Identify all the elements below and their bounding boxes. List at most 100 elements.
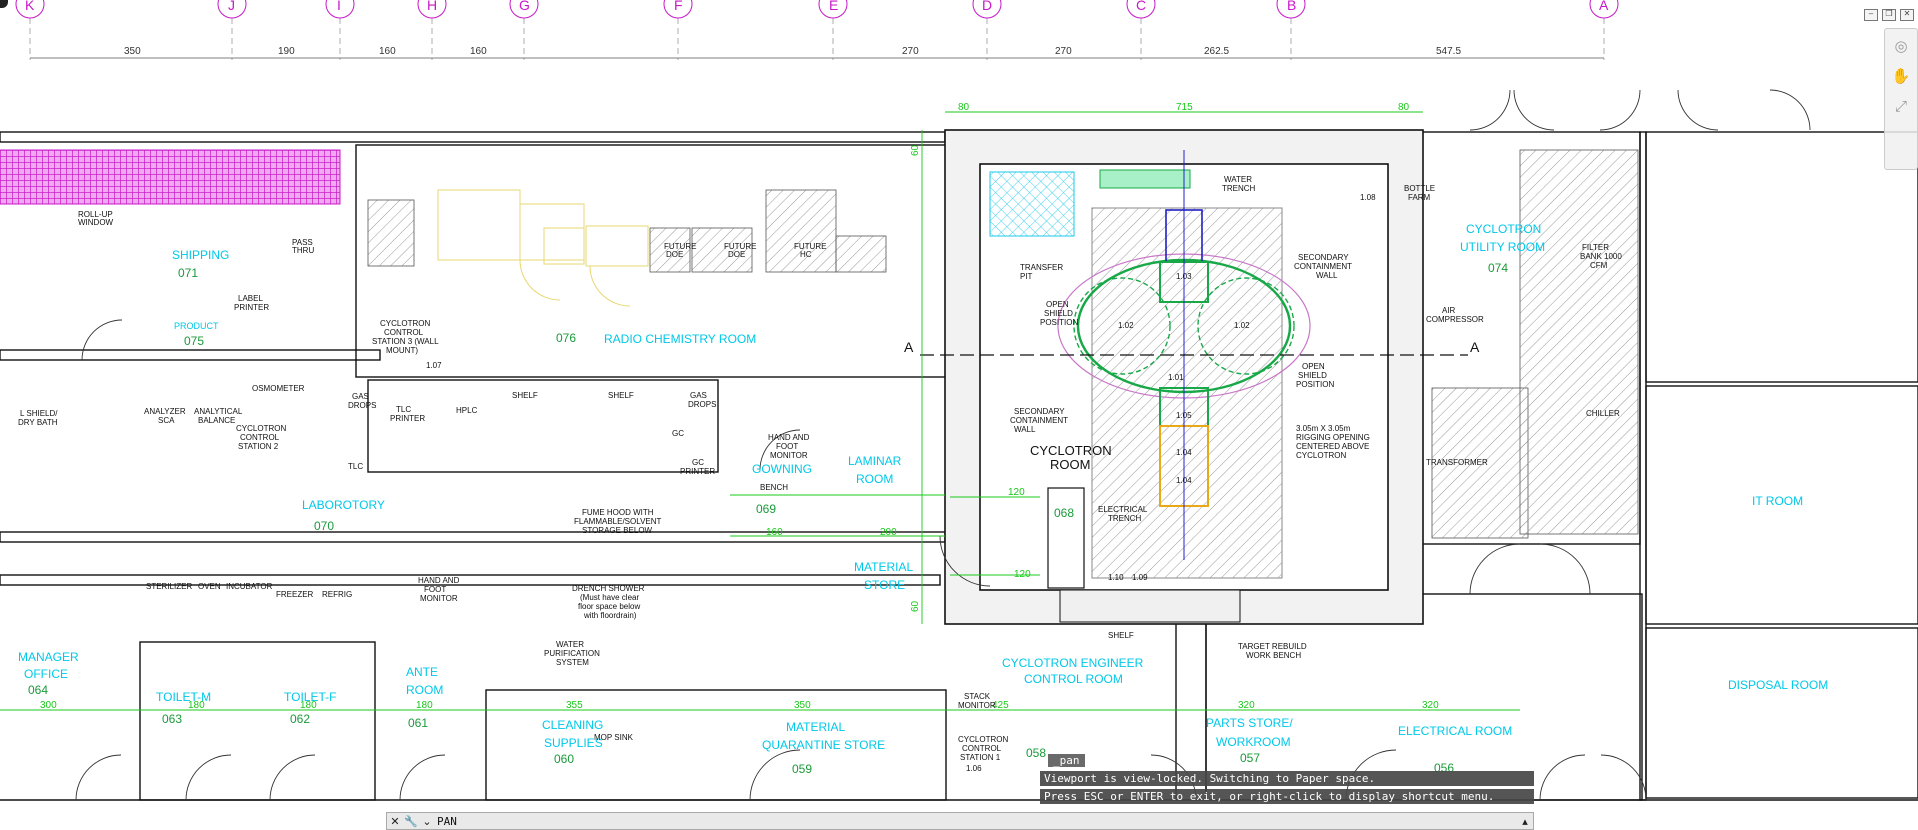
svg-text:HPLC: HPLC xyxy=(456,406,478,415)
room-cleaning: CLEANING xyxy=(542,718,603,732)
svg-text:DOE: DOE xyxy=(728,250,745,259)
command-line-bar: ✕ 🔧 ⌄ ▴ xyxy=(386,812,1534,830)
svg-text:FUTURE: FUTURE xyxy=(664,242,696,251)
room-ante: ANTE xyxy=(406,665,438,679)
svg-text:180: 180 xyxy=(188,700,205,711)
future-equipment-outlines xyxy=(437,189,649,307)
svg-text:A: A xyxy=(904,339,914,355)
svg-text:200: 200 xyxy=(880,527,897,538)
restore-icon[interactable]: ❐ xyxy=(1882,9,1896,21)
svg-text:CONTROL: CONTROL xyxy=(384,328,424,337)
svg-text:ELECTRICAL: ELECTRICAL xyxy=(1098,505,1148,514)
svg-text:60: 60 xyxy=(910,600,921,612)
pan-hand-icon[interactable]: ✋ xyxy=(1891,68,1911,85)
svg-text:320: 320 xyxy=(1422,700,1439,711)
svg-text:GC: GC xyxy=(692,458,704,467)
svg-text:WALL: WALL xyxy=(1014,425,1036,434)
command-input[interactable] xyxy=(435,813,1517,829)
svg-text:with floordrain): with floordrain) xyxy=(583,611,637,620)
svg-text:350: 350 xyxy=(794,700,811,711)
svg-text:PRINTER: PRINTER xyxy=(390,414,425,423)
svg-text:CYCLOTRON: CYCLOTRON xyxy=(1296,451,1346,460)
room-parts: PARTS STORE/ xyxy=(1206,716,1293,730)
room-ante-2: ROOM xyxy=(406,683,443,697)
svg-text:CENTERED ABOVE: CENTERED ABOVE xyxy=(1296,442,1369,451)
svg-text:MONITOR: MONITOR xyxy=(958,701,996,710)
close-icon[interactable]: ✕ xyxy=(390,815,400,828)
top-dimension-line: 350 190 160 160 270 270 262.5 547.5 xyxy=(30,46,1604,59)
room-cyclotron-2: ROOM xyxy=(1050,457,1090,472)
svg-text:ROLL-UP: ROLL-UP xyxy=(78,210,113,219)
steering-wheel-icon[interactable]: ◎ xyxy=(1894,38,1908,55)
svg-text:1.01: 1.01 xyxy=(1168,373,1184,382)
svg-text:FOOT: FOOT xyxy=(424,585,446,594)
svg-text:STATION 2: STATION 2 xyxy=(238,442,279,451)
customize-wrench-icon[interactable]: 🔧 xyxy=(404,815,418,828)
svg-text:OPEN: OPEN xyxy=(1046,300,1069,309)
svg-text:MONITOR: MONITOR xyxy=(770,451,808,460)
svg-text:CYCLOTRON: CYCLOTRON xyxy=(958,735,1008,744)
svg-text:DOE: DOE xyxy=(666,250,683,259)
svg-text:STORAGE BELOW: STORAGE BELOW xyxy=(582,526,653,535)
room-parts-2: WORKROOM xyxy=(1216,735,1291,749)
svg-text:60: 60 xyxy=(910,144,921,156)
grid-lines xyxy=(29,18,1605,60)
svg-text:1.08: 1.08 xyxy=(1360,193,1376,202)
dim-262: 262.5 xyxy=(1204,46,1229,57)
grid-label-g: G xyxy=(519,0,530,13)
svg-text:DROPS: DROPS xyxy=(688,400,716,409)
svg-text:DRY BATH: DRY BATH xyxy=(18,418,58,427)
svg-text:355: 355 xyxy=(566,700,583,711)
grid-label-f: F xyxy=(674,0,683,13)
svg-text:TARGET REBUILD: TARGET REBUILD xyxy=(1238,642,1307,651)
room-toilet-f: TOILET-F xyxy=(284,690,336,704)
room-material-store: MATERIAL xyxy=(854,560,913,574)
grid-label-a: A xyxy=(1599,0,1609,13)
svg-text:BOTTLE: BOTTLE xyxy=(1404,184,1435,193)
zoom-extents-icon[interactable]: ⤢ xyxy=(1894,98,1907,115)
app-menu-corner[interactable] xyxy=(0,0,8,8)
room-electrical: ELECTRICAL ROOM xyxy=(1398,724,1512,738)
svg-text:120: 120 xyxy=(1008,487,1025,498)
svg-text:160: 160 xyxy=(766,527,783,538)
svg-text:PASS: PASS xyxy=(292,238,313,247)
room-cyclotron-utility-2: UTILITY ROOM xyxy=(1460,240,1545,254)
command-bar-expand-icon[interactable]: ▴ xyxy=(1522,815,1528,828)
room-labels: SHIPPING 071 PRODUCT 075 RADIO CHEMISTRY… xyxy=(18,222,1828,776)
dim-190: 190 xyxy=(278,46,295,57)
svg-text:CONTROL: CONTROL xyxy=(240,433,280,442)
svg-text:POSITION: POSITION xyxy=(1040,318,1078,327)
svg-text:LABEL: LABEL xyxy=(238,294,263,303)
room-no-076: 076 xyxy=(556,331,576,345)
recent-commands-icon[interactable]: ⌄ xyxy=(422,815,432,828)
svg-text:3.05m X 3.05m: 3.05m X 3.05m xyxy=(1296,424,1351,433)
room-engineer-2: CONTROL ROOM xyxy=(1024,672,1123,686)
room-no-068: 068 xyxy=(1054,506,1074,520)
svg-text:1.02: 1.02 xyxy=(1234,321,1250,330)
svg-text:PRINTER: PRINTER xyxy=(234,303,269,312)
grid-label-e: E xyxy=(829,0,838,13)
minimize-icon[interactable]: – xyxy=(1864,9,1878,21)
svg-text:DROPS: DROPS xyxy=(348,401,376,410)
svg-text:FREEZER: FREEZER xyxy=(276,590,314,599)
svg-text:HAND AND: HAND AND xyxy=(768,433,810,442)
svg-text:1.02: 1.02 xyxy=(1118,321,1134,330)
room-engineer: CYCLOTRON ENGINEER xyxy=(1002,656,1144,670)
green-dim-labels: 80 715 80 60 120 160 200 120 60 300 180 … xyxy=(40,102,1439,711)
svg-text:CONTAINMENT: CONTAINMENT xyxy=(1010,416,1068,425)
svg-text:1.07: 1.07 xyxy=(426,361,442,370)
command-history: Viewport is view-locked. Switching to Pa… xyxy=(1040,771,1534,807)
room-no-075: 075 xyxy=(184,334,204,348)
svg-text:BANK 1000: BANK 1000 xyxy=(1580,252,1622,261)
svg-text:FLAMMABLE/SOLVENT: FLAMMABLE/SOLVENT xyxy=(574,517,662,526)
svg-text:FOOT: FOOT xyxy=(776,442,798,451)
svg-text:CYCLOTRON: CYCLOTRON xyxy=(236,424,286,433)
dim-350: 350 xyxy=(124,46,141,57)
svg-text:STATION 1: STATION 1 xyxy=(960,753,1001,762)
svg-text:BALANCE: BALANCE xyxy=(198,416,235,425)
close-icon[interactable]: ✕ xyxy=(1900,9,1914,21)
svg-text:CHILLER: CHILLER xyxy=(1586,409,1620,418)
room-no-071: 071 xyxy=(178,266,198,280)
